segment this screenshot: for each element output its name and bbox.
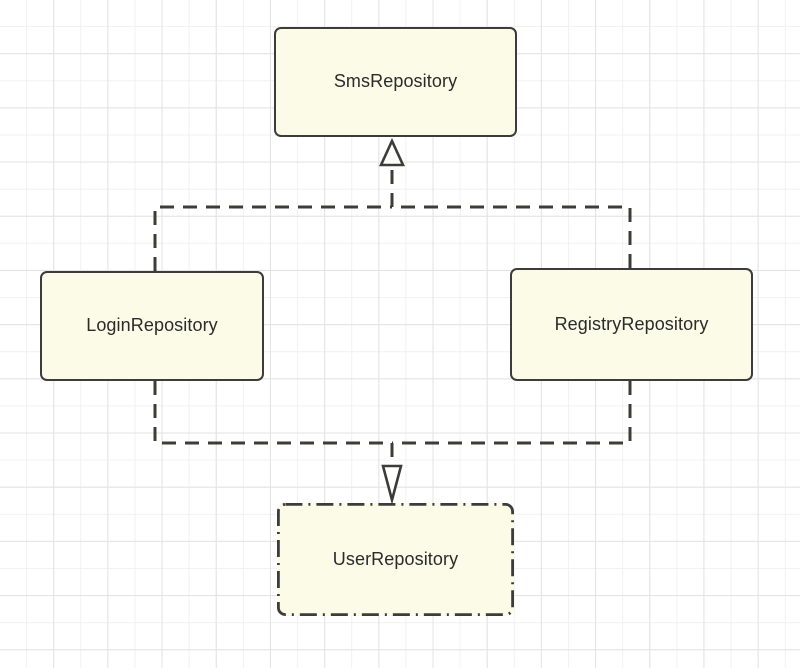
node-label: SmsRepository: [333, 71, 458, 92]
edge-lower-bus-left: [153, 381, 392, 445]
node-label: UserRepository: [332, 548, 459, 569]
edge-lower-bus-right: [392, 381, 632, 445]
node-login-repository[interactable]: LoginRepository: [40, 271, 264, 381]
node-label: LoginRepository: [86, 315, 218, 336]
arrowhead-dependency-user: [381, 464, 403, 506]
arrowhead-realization-sms: [378, 137, 406, 167]
edge-upper-bus-left: [153, 205, 392, 271]
node-label: RegistryRepository: [554, 313, 709, 334]
node-user-repository[interactable]: UserRepository: [277, 503, 514, 616]
edge-upper-bus-right: [392, 205, 632, 268]
node-registry-repository[interactable]: RegistryRepository: [510, 268, 753, 381]
node-sms-repository[interactable]: SmsRepository: [274, 27, 517, 137]
